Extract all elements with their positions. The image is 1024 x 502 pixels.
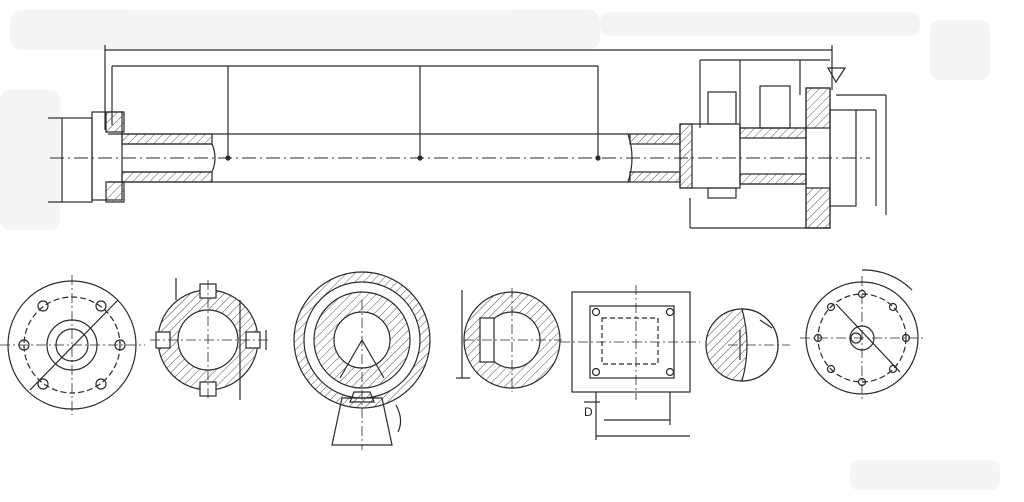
keyed-hub-section [150,278,270,400]
scan-background [0,10,1000,490]
bearing-ring-section [293,271,431,450]
left-flange-hatch-top [105,111,125,133]
square-flange-view: D [560,285,700,440]
partial-disc-section [705,308,790,382]
left-flange-hatch-bottom [105,181,125,203]
shaft-longitudinal-view [48,45,887,229]
slotted-ring-section [456,288,562,392]
bolt-circle-flange-view [800,269,926,400]
section-mark-label: D [584,405,593,419]
flange-end-view [0,275,145,415]
